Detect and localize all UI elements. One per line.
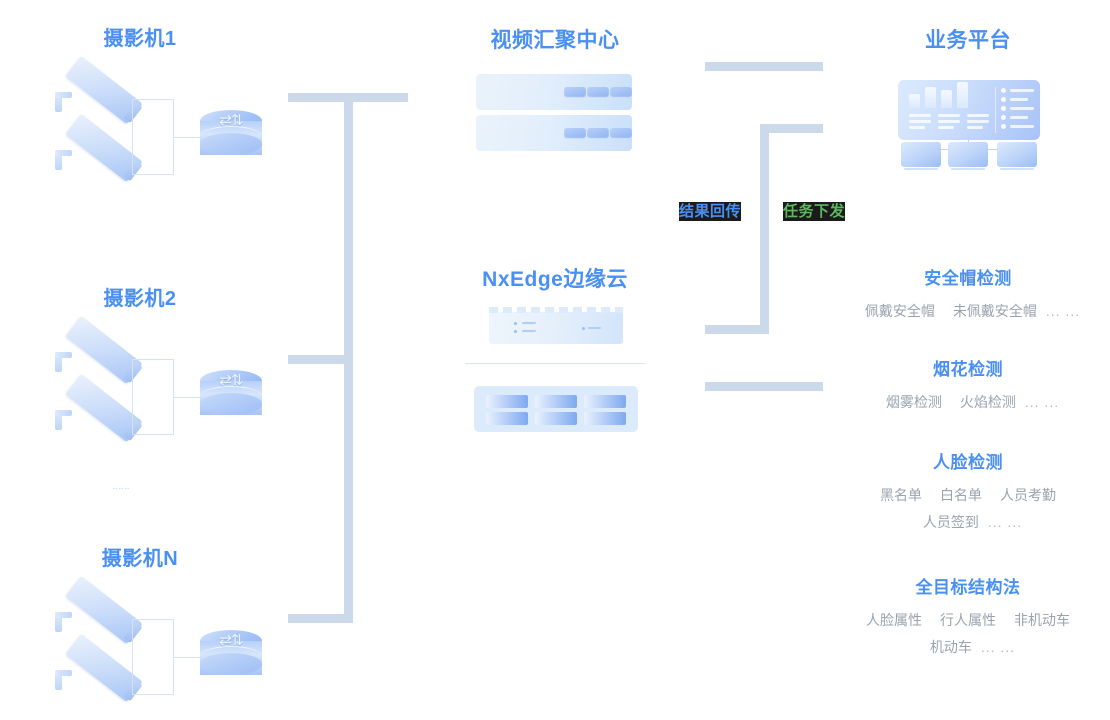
feature-tag: 黑名单 xyxy=(880,487,922,503)
camera-group-2: ⇄⇅ xyxy=(40,315,270,452)
flow-label-result-upload: 结果回传 xyxy=(679,202,742,221)
feature-tag: 佩戴安全帽 xyxy=(864,303,935,319)
feature-title: 人脸检测 xyxy=(933,453,1003,472)
router-arrows-icon: ⇄⇅ xyxy=(219,632,243,649)
feature-block-face: 人脸检测 黑名单 白名单 人员考勤 人员签到 ... ... xyxy=(828,448,1108,536)
camera-mount-icon xyxy=(55,670,72,690)
server-slot-icon xyxy=(564,87,586,98)
camera-wire xyxy=(132,99,174,100)
feature-tag: 火焰检测 xyxy=(959,394,1016,410)
camera-wire xyxy=(132,619,133,695)
feature-tag: 人脸属性 xyxy=(866,612,922,628)
router-arrows-icon: ⇄⇅ xyxy=(219,112,243,129)
feature-tag: 未佩戴安全帽 xyxy=(952,303,1037,319)
feature-tag: 人员签到 xyxy=(922,514,979,530)
server-slot-icon xyxy=(587,87,609,98)
camera-wire xyxy=(132,694,174,695)
camera-wire xyxy=(173,397,203,398)
feature-tag: 机动车 xyxy=(929,639,972,655)
connector-right-arm-top xyxy=(705,62,823,71)
connector-right-spine xyxy=(760,124,769,334)
feature-tag: 人员考勤 xyxy=(1000,487,1056,503)
feature-more: ... ... xyxy=(980,639,1016,655)
feature-tag: 行人属性 xyxy=(940,612,996,628)
router-icon: ⇄⇅ xyxy=(200,370,262,426)
platform-node-2 xyxy=(948,142,988,170)
section-title-camera-n: 摄影机N xyxy=(101,548,179,570)
feature-more: ... ... xyxy=(987,514,1023,530)
camera-mount-icon xyxy=(55,410,72,430)
camera-mount-icon xyxy=(55,92,72,112)
feature-block-structured: 全目标结构法 人脸属性 行人属性 非机动车 机动车 ... ... xyxy=(828,573,1108,661)
section-title-business-platform: 业务平台 xyxy=(925,29,1011,52)
router-arrows-icon: ⇄⇅ xyxy=(219,372,243,389)
section-title-camera-2: 摄影机2 xyxy=(103,288,177,310)
feature-more: ... ... xyxy=(1045,303,1081,319)
feature-tag-list: 烟雾检测 火焰检测 ... ... xyxy=(828,389,1108,416)
server-unit-1 xyxy=(476,74,632,110)
connector-left-arm-bottom xyxy=(288,614,353,623)
section-title-video-center: 视频汇聚中心 xyxy=(490,29,620,52)
camera-wire xyxy=(132,174,174,175)
server-slot-icon xyxy=(564,128,586,139)
feature-tag-list: 人脸属性 行人属性 非机动车 机动车 ... ... xyxy=(828,607,1108,661)
flow-label-task-dispatch: 任务下发 xyxy=(783,202,846,221)
connector-right-arm-upper-mid xyxy=(760,124,823,133)
feature-tag: 白名单 xyxy=(940,487,982,503)
camera-wire xyxy=(132,359,174,360)
server-unit-2 xyxy=(476,115,632,151)
feature-title: 安全帽检测 xyxy=(924,269,1012,288)
server-slot-icon xyxy=(610,87,632,98)
camera-mount-icon xyxy=(55,612,72,632)
analytics-dashboard-icon xyxy=(898,80,1040,140)
camera-wire xyxy=(132,434,174,435)
feature-tag: 非机动车 xyxy=(1014,612,1070,628)
camera-ellipsis-marker: ... ... ... xyxy=(113,485,130,490)
feature-title: 烟花检测 xyxy=(933,360,1003,379)
camera-group-1: ⇄⇅ xyxy=(40,55,270,192)
camera-wire xyxy=(132,619,174,620)
router-icon: ⇄⇅ xyxy=(200,110,262,166)
camera-mount-icon xyxy=(55,352,72,372)
feature-block-fire: 烟花检测 烟雾检测 火焰检测 ... ... xyxy=(828,355,1108,416)
camera-group-n: ⇄⇅ xyxy=(40,575,270,712)
edge-blade-rack-icon xyxy=(474,386,638,432)
edge-section-divider xyxy=(465,363,645,364)
feature-title: 全目标结构法 xyxy=(915,578,1021,597)
connector-right-arm-lower-mid xyxy=(705,325,769,334)
edge-appliance-icon xyxy=(489,307,623,344)
camera-wire xyxy=(173,137,203,138)
router-icon: ⇄⇅ xyxy=(200,630,262,686)
camera-mount-icon xyxy=(55,150,72,170)
connector-right-arm-bottom xyxy=(705,382,823,391)
section-title-camera-1: 摄影机1 xyxy=(103,28,177,50)
server-slot-icon xyxy=(610,128,632,139)
feature-tag-list: 佩戴安全帽 未佩戴安全帽 ... ... xyxy=(828,298,1108,325)
platform-node-3 xyxy=(997,142,1037,170)
camera-wire xyxy=(132,99,133,175)
feature-more: ... ... xyxy=(1024,394,1060,410)
server-slot-icon xyxy=(587,128,609,139)
platform-node-1 xyxy=(901,142,941,170)
feature-block-helmet: 安全帽检测 佩戴安全帽 未佩戴安全帽 ... ... xyxy=(828,264,1108,325)
camera-wire xyxy=(132,359,133,435)
connector-left-arm-mid xyxy=(288,355,353,364)
feature-tag-list: 黑名单 白名单 人员考勤 人员签到 ... ... xyxy=(828,482,1108,536)
feature-tag: 烟雾检测 xyxy=(885,394,942,410)
camera-wire xyxy=(173,657,203,658)
section-title-edge-cloud: NxEdge边缘云 xyxy=(482,268,628,291)
